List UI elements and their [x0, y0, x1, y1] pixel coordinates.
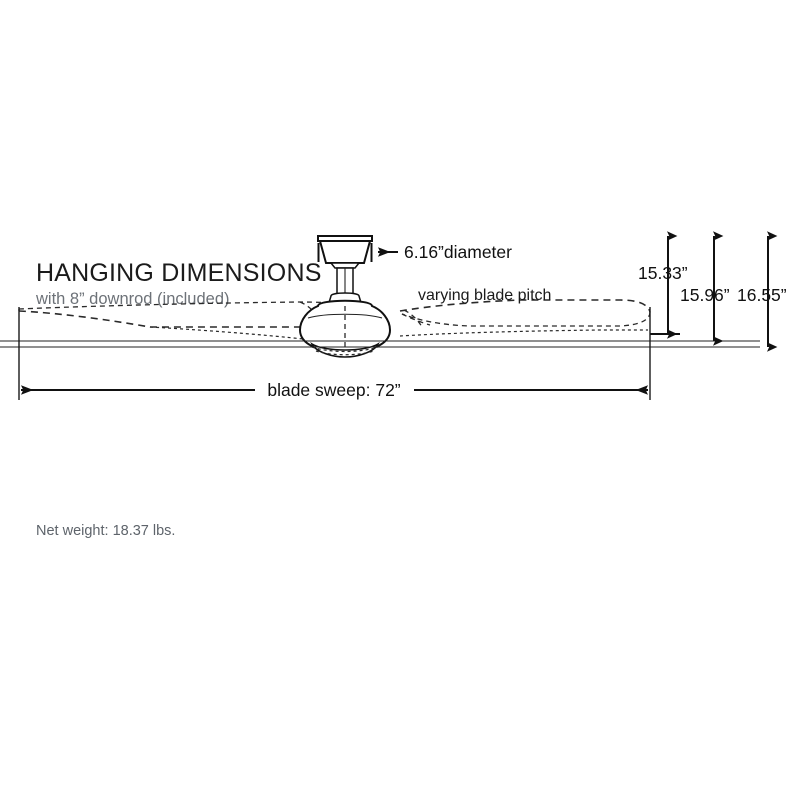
blade-pitch-note: varying blade pitch — [418, 287, 551, 304]
right-blade — [399, 299, 651, 337]
page-subtitle: with 8” downrod (included) — [35, 290, 230, 308]
net-weight-label: Net weight: 18.37 lbs. — [36, 523, 175, 539]
motor-housing — [298, 292, 392, 358]
blade-sweep-label: blade sweep: 72” — [267, 380, 400, 400]
height-dimension-15-96: 15.96” — [680, 231, 730, 346]
height-label-mid: 15.96” — [680, 285, 730, 305]
downrod — [336, 267, 354, 297]
height-label-max: 16.55” — [737, 285, 787, 305]
blade-sweep-dimension: blade sweep: 72” — [18, 307, 651, 400]
height-dimension-16-55: 16.55” — [737, 231, 787, 352]
height-label-min: 15.33” — [638, 263, 688, 283]
ceiling-canopy — [317, 235, 373, 269]
page-title: HANGING DIMENSIONS — [36, 259, 322, 287]
height-dimension-15-33: 15.33” — [638, 231, 688, 339]
canopy-diameter-callout: 6.16”diameter — [377, 242, 512, 262]
canopy-diameter-label: 6.16”diameter — [404, 242, 512, 262]
